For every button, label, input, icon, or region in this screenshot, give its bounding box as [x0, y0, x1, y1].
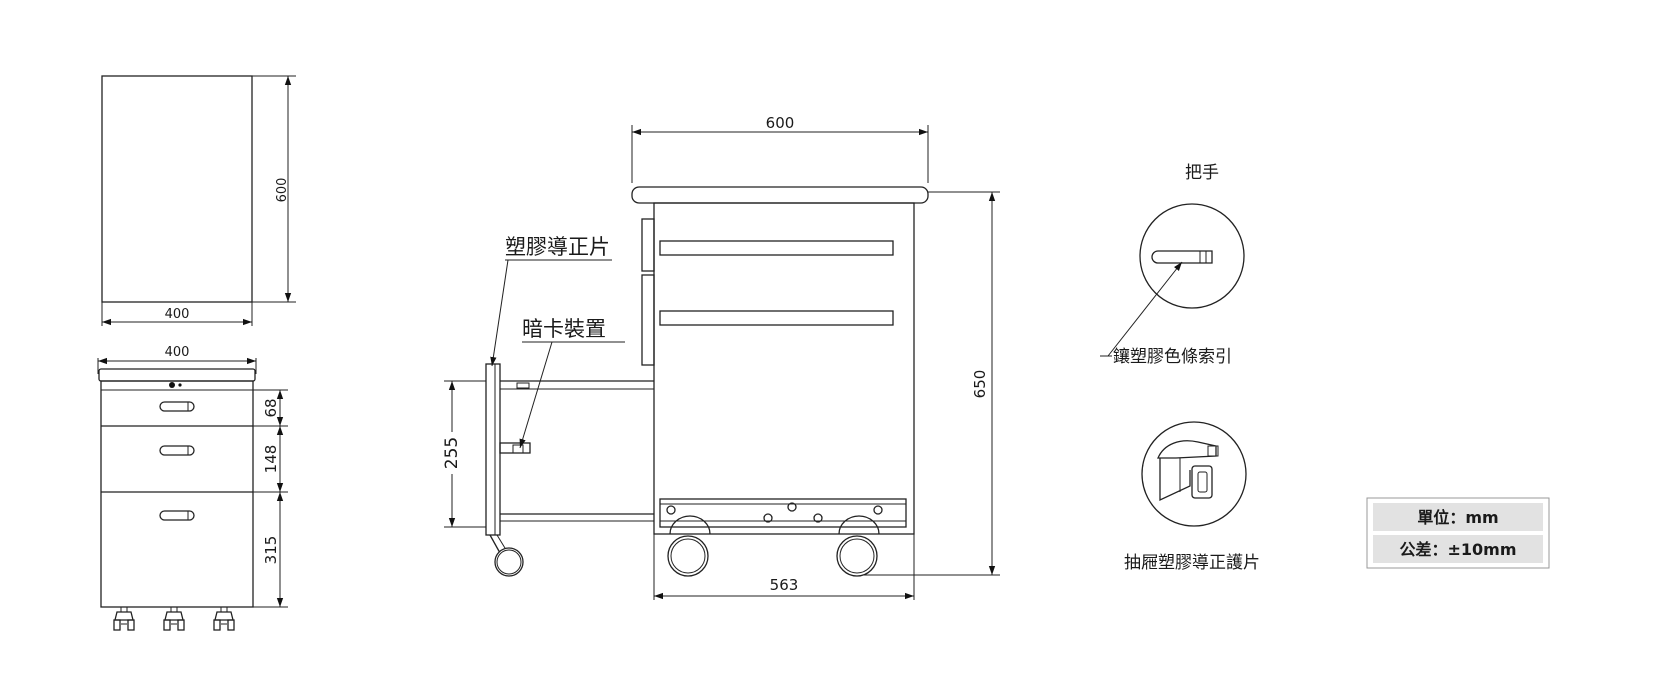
side-casters — [489, 515, 880, 577]
drawer-front-panel — [485, 363, 501, 536]
notes-box: 單位：mm 公差：±10mm — [1366, 497, 1550, 569]
handle-detail: 把手 鑲塑膠色條索引 — [1100, 163, 1245, 367]
side-drawer-height-value: 255 — [442, 437, 462, 469]
side-top-depth-value: 600 — [766, 114, 795, 132]
front-view: 400 — [97, 345, 288, 631]
side-total-height-value: 650 — [971, 370, 989, 399]
guard-detail: 抽屜塑膠導正護片 — [1124, 421, 1260, 573]
handle-label: 鑲塑膠色條索引 — [1113, 346, 1232, 367]
handle-detail-circle — [1139, 203, 1245, 309]
handle-icon — [1151, 250, 1213, 264]
side-view: 600 — [440, 114, 1000, 600]
hidden-latch-label: 暗卡裝置 — [522, 317, 606, 341]
front-width-value: 400 — [165, 345, 190, 360]
drawer-3-height-value: 315 — [262, 536, 280, 565]
drawer-2-handle — [159, 445, 195, 456]
front-top-plate — [98, 368, 256, 382]
top-view: 600 400 — [101, 75, 296, 326]
tolerance-note: 公差：±10mm — [1399, 540, 1516, 559]
top-view-outline — [101, 75, 253, 303]
drawer-1-handle — [159, 401, 195, 412]
front-body — [100, 380, 254, 608]
middle-slide — [659, 310, 894, 326]
drawer-3-handle — [159, 510, 195, 521]
hidden-latch-leader — [519, 341, 553, 449]
top-depth-value: 600 — [275, 178, 290, 203]
side-cabinet-body — [653, 202, 915, 535]
bottom-slide — [659, 498, 907, 528]
handle-leader — [1107, 261, 1183, 357]
lock-icon — [169, 382, 175, 388]
guard-label: 抽屜塑膠導正護片 — [1124, 553, 1260, 573]
drawer-1-height-value: 68 — [262, 398, 280, 417]
guard-detail-circle — [1141, 421, 1247, 527]
side-top-plate — [631, 186, 929, 204]
drawer-2-height-value: 148 — [262, 445, 280, 474]
unit-note: 單位：mm — [1417, 508, 1498, 527]
plastic-guide-label: 塑膠導正片 — [505, 235, 610, 259]
side-base-depth-value: 563 — [770, 576, 799, 594]
handle-title: 把手 — [1185, 163, 1219, 183]
plastic-guide-leader — [490, 259, 509, 367]
plastic-guard-icon — [1159, 458, 1191, 502]
upper-slide — [659, 240, 894, 256]
notes-frame — [1366, 497, 1550, 569]
front-casters — [113, 606, 235, 631]
top-width-value: 400 — [165, 307, 190, 322]
